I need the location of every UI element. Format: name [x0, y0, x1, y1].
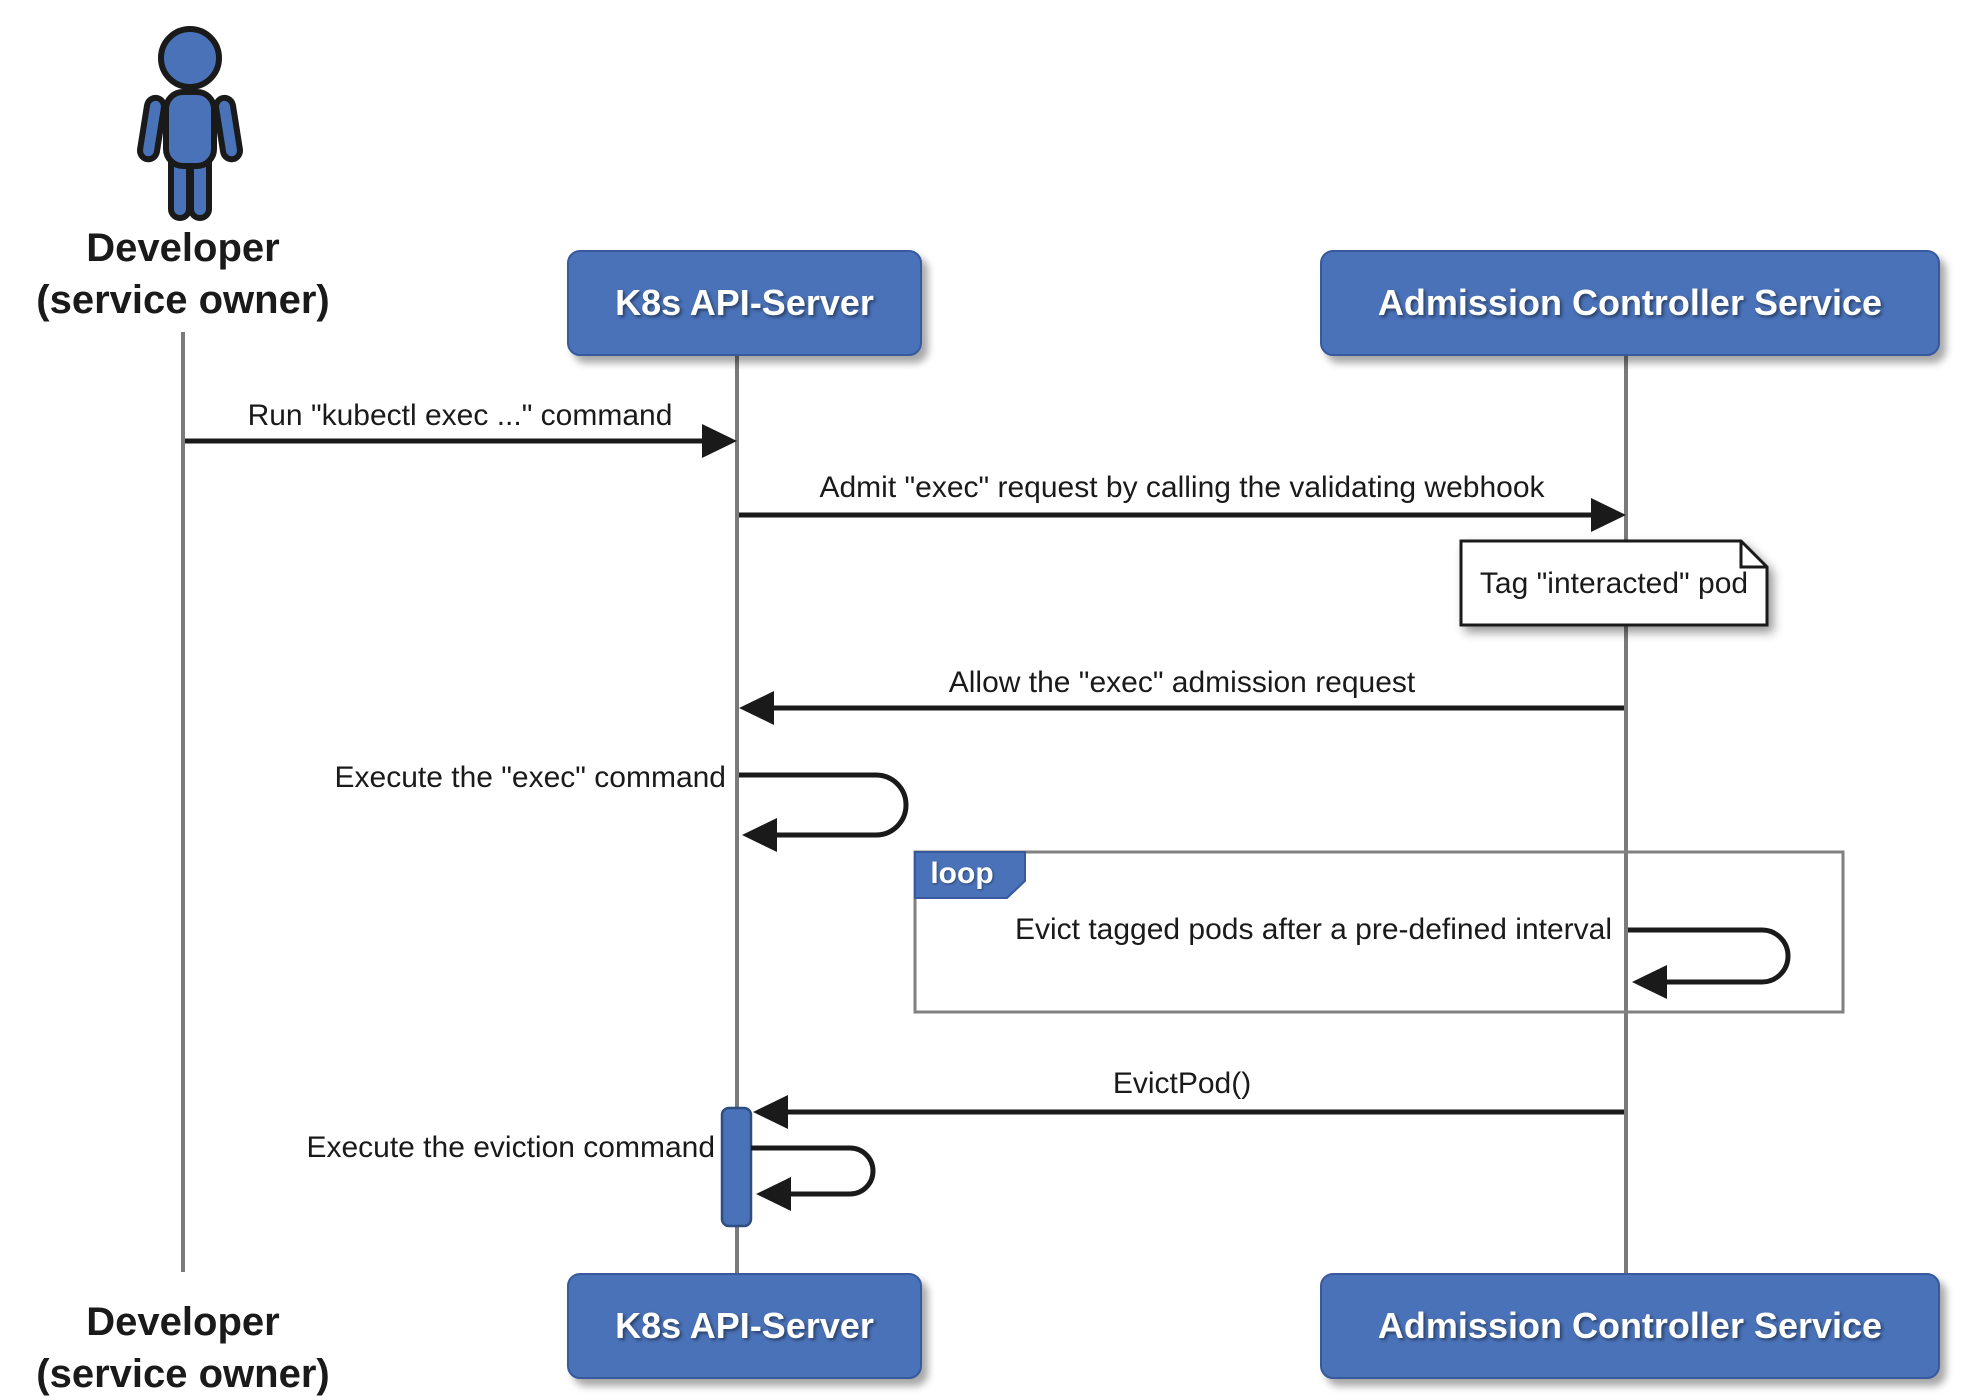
message-admit-exec: Admit "exec" request by calling the vali…	[819, 471, 1545, 504]
activation-bar-api-server	[720, 1106, 753, 1228]
message-evict-pod: EvictPod()	[1112, 1067, 1252, 1100]
developer-label-line2: (service owner)	[36, 1352, 330, 1396]
participant-admission-controller-bottom: Admission Controller Service	[1320, 1273, 1940, 1379]
arrow-run-exec	[185, 424, 737, 458]
loop-frame-tab	[914, 851, 1026, 899]
message-allow-exec: Allow the "exec" admission request	[948, 666, 1416, 699]
loop-tab-label: loop	[930, 857, 994, 890]
developer-label-line1: Developer	[86, 1300, 280, 1344]
message-run-exec: Run "kubectl exec ..." command	[247, 399, 673, 432]
arrow-execute-exec	[739, 772, 909, 852]
arrow-allow-exec	[739, 691, 1624, 725]
arrow-evict-tagged	[1628, 927, 1791, 999]
participant-api-server-top: K8s API-Server	[567, 250, 922, 356]
note-text: Tag "interacted" pod	[1479, 567, 1749, 600]
arrow-evict-pod	[753, 1095, 1624, 1129]
developer-actor-icon	[137, 26, 243, 221]
developer-label-bottom: Developer (service owner)	[36, 1296, 329, 1400]
participant-admission-controller-top: Admission Controller Service	[1320, 250, 1940, 356]
developer-label-line2: (service owner)	[36, 278, 330, 322]
message-evict-tagged: Evict tagged pods after a pre-defined in…	[1014, 913, 1612, 946]
participant-api-server-bottom: K8s API-Server	[567, 1273, 922, 1379]
developer-label-top: Developer (service owner)	[36, 222, 329, 326]
developer-label-line1: Developer	[86, 226, 280, 270]
arrow-admit-exec	[739, 498, 1626, 532]
message-execute-eviction: Execute the eviction command	[306, 1131, 715, 1164]
loop-frame	[913, 850, 1845, 1014]
arrow-execute-eviction	[751, 1145, 876, 1211]
note-tag-interacted	[1459, 539, 1769, 627]
message-execute-exec: Execute the "exec" command	[334, 761, 727, 794]
